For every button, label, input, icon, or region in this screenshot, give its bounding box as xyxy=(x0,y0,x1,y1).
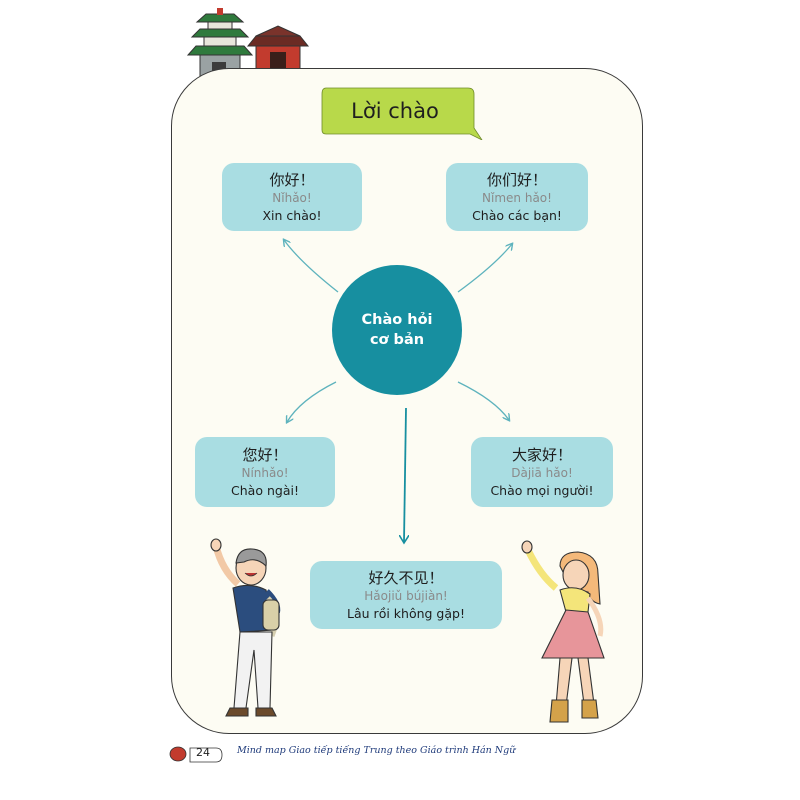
page-number: 24 xyxy=(196,746,210,759)
node-pinyin: Hǎojiǔ bújiàn! xyxy=(364,588,448,603)
arrow-to-ninhao xyxy=(287,381,337,422)
node-chinese: 大家好！ xyxy=(511,445,572,464)
arrow-to-nihao xyxy=(284,240,339,293)
node-chinese: 您好！ xyxy=(242,445,288,464)
node-card-haojiubujian: 好久不见！ Hǎojiǔ bújiàn! Lâu rồi không gặp! xyxy=(310,561,502,629)
arrow-to-haojiubujian xyxy=(404,407,406,542)
node-vietnamese: Lâu rồi không gặp! xyxy=(347,605,465,621)
node-pinyin: Nínhǎo! xyxy=(241,465,289,480)
arrow-to-dajiahao xyxy=(457,381,509,420)
book-title: Mind map Giao tiếp tiếng Trung theo Giáo… xyxy=(237,745,516,756)
title-bubble xyxy=(321,87,483,140)
node-vietnamese: Xin chào! xyxy=(262,207,322,223)
waving-boy-illustration xyxy=(210,538,281,717)
center-node-line1: Chào hỏi xyxy=(361,312,433,328)
node-chinese: 你们好！ xyxy=(486,170,547,189)
node-pinyin: Dàjiā hǎo! xyxy=(511,465,573,480)
node-vietnamese: Chào mọi người! xyxy=(490,482,594,498)
node-card-nihao: 你好！ Nǐhǎo! Xin chào! xyxy=(222,163,362,231)
node-pinyin: Nǐhǎo! xyxy=(272,190,312,205)
node-vietnamese: Chào ngài! xyxy=(231,482,299,498)
page-title: Lời chào xyxy=(351,99,439,123)
node-chinese: 好久不见！ xyxy=(368,568,444,587)
center-node-line2: cơ bản xyxy=(369,332,425,348)
waving-girl-illustration xyxy=(521,540,605,723)
node-card-dajiahao: 大家好！ Dàjiā hǎo! Chào mọi người! xyxy=(471,437,613,507)
center-node: Chào hỏi cơ bản xyxy=(332,265,462,395)
arrow-to-nimenhao xyxy=(457,244,512,293)
node-card-ninhao: 您好！ Nínhǎo! Chào ngài! xyxy=(195,437,335,507)
node-card-nimenhao: 你们好！ Nǐmen hǎo! Chào các bạn! xyxy=(446,163,588,231)
footer-banner xyxy=(169,746,223,763)
node-vietnamese: Chào các bạn! xyxy=(472,207,562,223)
node-pinyin: Nǐmen hǎo! xyxy=(482,190,552,205)
node-chinese: 你好！ xyxy=(269,170,315,189)
